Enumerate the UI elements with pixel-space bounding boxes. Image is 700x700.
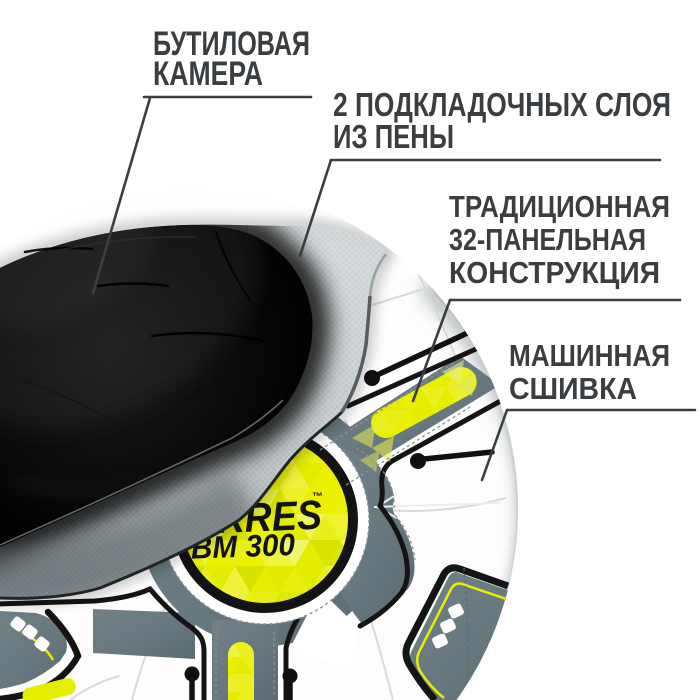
svg-text:32-ПАНЕЛЬНАЯ: 32-ПАНЕЛЬНАЯ xyxy=(449,222,646,257)
svg-text:СШИВКА: СШИВКА xyxy=(509,371,637,406)
svg-text:МАШИННАЯ: МАШИННАЯ xyxy=(509,338,670,373)
svg-text:ИЗ ПЕНЫ: ИЗ ПЕНЫ xyxy=(333,118,454,155)
svg-text:КАМЕРА: КАМЕРА xyxy=(153,55,263,93)
svg-text:™: ™ xyxy=(312,491,323,503)
svg-text:БУТИЛОВАЯ: БУТИЛОВАЯ xyxy=(153,25,310,63)
svg-text:2 ПОДКЛАДОЧНЫХ СЛОЯ: 2 ПОДКЛАДОЧНЫХ СЛОЯ xyxy=(333,86,671,123)
svg-text:ТРАДИЦИОННАЯ: ТРАДИЦИОННАЯ xyxy=(449,189,670,224)
svg-text:КОНСТРУКЦИЯ: КОНСТРУКЦИЯ xyxy=(449,255,660,290)
